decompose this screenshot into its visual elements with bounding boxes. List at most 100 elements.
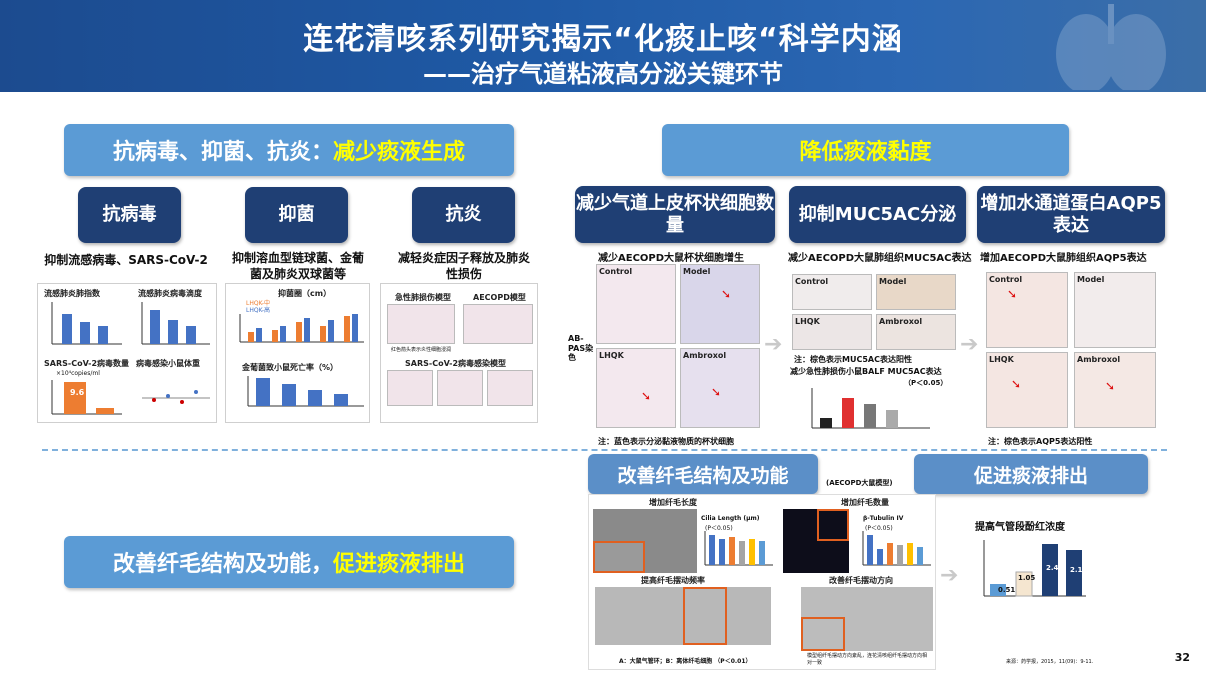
muc-bar-chart (811, 388, 930, 429)
muc-ambroxol-image: Ambroxol (876, 314, 956, 350)
sars-micrograph-1 (387, 370, 433, 406)
muc-lhqk-image: LHQK (792, 314, 872, 350)
goblet-note: 注：蓝色表示分泌黏液物质的杯状细胞 (598, 437, 734, 446)
red-arrow-icon: ➘ (721, 287, 732, 301)
unit-label: ×10⁴copies/ml (56, 370, 100, 377)
aqp-control-label: Control (989, 275, 1023, 284)
muc-control-label: Control (795, 277, 829, 286)
red-arrow-icon: ➘ (1011, 377, 1022, 391)
muc5ac-caption: 减少AECOPD大鼠肺组织MUC5AC表达 (788, 253, 972, 264)
body-weight-title: 病毒感染小鼠体重 (136, 359, 200, 368)
pill-prefix: 抗病毒、抑菌、抗炎： (112, 140, 333, 165)
title-banner (0, 0, 1206, 92)
sars-value: 9.6 (70, 388, 85, 397)
viscosity-pill-label: 降低痰液黏度 (799, 140, 932, 165)
goblet-ambroxol-image: Ambroxol ➘ (680, 348, 760, 428)
aqp-control-image: Control ➘ (986, 272, 1068, 348)
beat-direction-highlight (801, 617, 845, 651)
phenol-bar-chart (983, 540, 1086, 597)
red-arrow-icon: ➘ (1105, 379, 1116, 393)
phenol-value-1: 0.51 (998, 586, 1016, 594)
goblet-cell-box: 减少气道上皮杯状细胞数量 (575, 186, 775, 243)
sputum-expel-label: 促进痰液排出 (973, 464, 1088, 487)
cilia-length-chart-title: Cilia Length (μm) (701, 515, 760, 522)
reduce-viscosity-pill: 降低痰液黏度 (662, 124, 1069, 176)
tubulin-chart (862, 531, 931, 566)
ali-model-title: 急性肺损伤模型 (395, 293, 451, 302)
aecopd-micrograph (463, 304, 533, 344)
cilia-length-chart (704, 531, 773, 566)
page-subtitle: ——治疗气道粘液高分泌关键环节 (423, 60, 783, 88)
cilia-structure-label: 改善纤毛结构及功能 (617, 464, 789, 487)
fluorescence-highlight (817, 509, 849, 541)
mortality-title: 金葡菌致小鼠死亡率（%） (242, 363, 339, 372)
antiinflammatory-box: 抗炎 (412, 187, 515, 243)
muc5ac-box: 抑制MUC5AC分泌 (789, 186, 966, 243)
inhibition-zone-title: 抑菌圈（cm） (278, 289, 332, 298)
sem-highlight (593, 541, 645, 573)
antiinflammatory-caption: 减轻炎症因子释放及肺炎性损伤 (398, 251, 531, 281)
goblet-control-label: Control (599, 267, 633, 276)
model-label: (AECOPD大鼠模型) (826, 479, 893, 487)
beat-frequency-title: 提高纤毛摆动频率 (641, 576, 705, 585)
aqp-ambroxol-label: Ambroxol (1077, 355, 1121, 364)
muc-note: 注：棕色表示MUC5AC表达阳性 (794, 355, 912, 364)
muc-control-image: Control (792, 274, 872, 310)
cilia-pill-highlight: 促进痰液排出 (333, 552, 466, 577)
cilia-figure: 增加纤毛长度 增加纤毛数量 Cilia Length (μm) (P＜0.05)… (588, 494, 936, 670)
beat-frequency-note: A：大鼠气管环；B：离体纤毛细胞 （P＜0.01） (619, 658, 752, 665)
section-divider (42, 449, 1167, 451)
antibacterial-figure: 抑菌圈（cm） LHQK-中 LHQK-高 金葡菌致小鼠死亡率（%） (225, 283, 370, 423)
sputum-expel-box: 促进痰液排出 (914, 454, 1148, 494)
phenol-value-3: 2.4 (1046, 564, 1059, 572)
cilia-structure-box: 改善纤毛结构及功能 (588, 454, 818, 494)
red-arrow-note-1: 红色箭头表示炎性细胞浸润 (391, 347, 452, 353)
cilia-length-title: 增加纤毛长度 (649, 498, 697, 507)
lungs-watermark-icon (1056, 4, 1166, 90)
legend-mid: LHQK-中 (246, 300, 271, 307)
page-number: 32 (1174, 651, 1190, 664)
muc-chart-title: 减少急性肺损伤小鼠BALF MUC5AC表达 (790, 367, 942, 376)
source-citation: 来源：药学报，2015，11(09)：9-11. (1006, 659, 1094, 665)
goblet-lhqk-image: LHQK ➘ (596, 348, 676, 428)
aqp5-box: 增加水通道蛋白AQP5表达 (977, 186, 1165, 243)
cilia-count-title: 增加纤毛数量 (841, 498, 889, 507)
sars-micrograph-2 (437, 370, 483, 406)
cilia-pill-prefix: 改善纤毛结构及功能， (112, 552, 333, 577)
muc-model-image: Model (876, 274, 956, 310)
aqp-ambroxol-image: Ambroxol ➘ (1074, 352, 1156, 428)
fluorescence-image (783, 509, 849, 573)
reduce-sputum-pill: 抗病毒、抑菌、抗炎： 减少痰液生成 (64, 124, 514, 176)
sem-image (593, 509, 697, 573)
chevron-right-icon: ➔ (960, 332, 979, 357)
beat-direction-image (801, 587, 933, 651)
tubulin-pvalue: (P＜0.05) (865, 525, 893, 532)
goblet-control-image: Control (596, 264, 676, 344)
pill-highlight: 减少痰液生成 (333, 140, 466, 165)
legend-high: LHQK-高 (246, 307, 271, 314)
aqp-lhqk-image: LHQK ➘ (986, 352, 1068, 428)
chevron-right-icon: ➔ (764, 332, 783, 357)
beat-frequency-highlight (683, 587, 727, 645)
sars-count-title: SARS-CoV-2病毒数量 (44, 359, 130, 368)
goblet-model-label: Model (683, 267, 711, 276)
antibacterial-box: 抑菌 (245, 187, 348, 243)
muc-pvalue: （P＜0.05） (904, 379, 948, 387)
muc-ambroxol-label: Ambroxol (879, 317, 923, 326)
sars-model-title: SARS-CoV-2病毒感染模型 (405, 359, 507, 368)
antiinflammatory-figure: 急性肺损伤模型 AECOPD模型 红色箭头表示炎性细胞浸润 SARS-CoV-2… (380, 283, 538, 423)
red-arrow-icon: ➘ (641, 389, 652, 403)
chevron-right-icon: ➔ (940, 563, 959, 588)
phenol-chart-title: 提高气管段酚红浓度 (975, 522, 1065, 533)
ab-pas-stain-label: AB-PAS染色 (568, 334, 594, 363)
cilia-length-pvalue: (P＜0.05) (705, 525, 733, 532)
aqp-model-image: Model (1074, 272, 1156, 348)
phenol-value-2: 1.05 (1018, 574, 1036, 582)
red-arrow-icon: ➘ (711, 385, 722, 399)
goblet-caption: 减少AECOPD大鼠杯状细胞增生 (598, 253, 745, 264)
sars-count-plot (51, 380, 210, 415)
muc-lhqk-label: LHQK (795, 317, 820, 326)
lung-index-plot (51, 302, 210, 345)
tubulin-chart-title: β-Tubulin IV (863, 515, 904, 522)
red-arrow-icon: ➘ (1007, 287, 1018, 301)
